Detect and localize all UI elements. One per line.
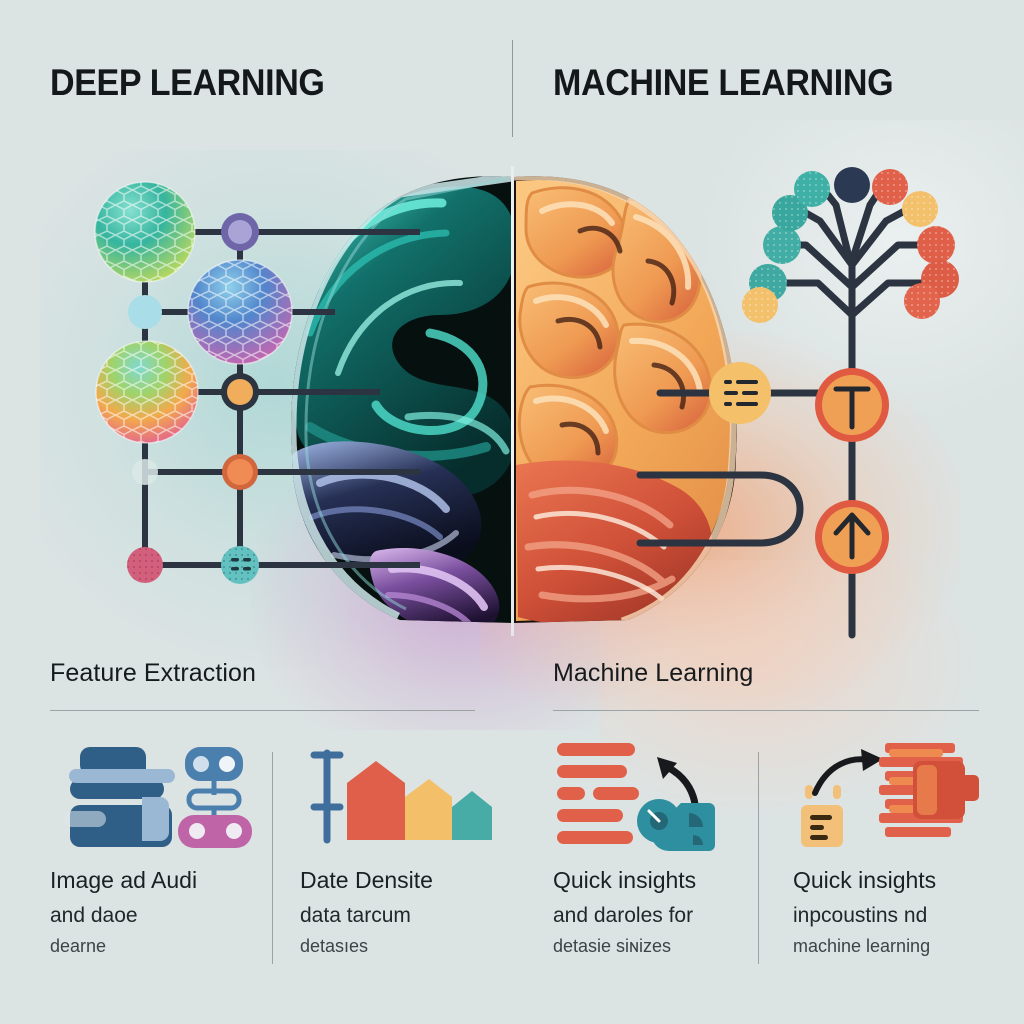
bar-chart-icon [300,735,515,860]
node-purple [221,213,259,251]
node-pink [127,547,163,583]
node-orange-solid [222,454,258,490]
caption-line-2: inpcoustins nd [793,903,928,927]
column-divider-right [758,752,759,964]
tree-root-node [834,167,870,203]
feature-column-server: Quick insights inpcoustins nd machine le… [793,735,1008,960]
brain-center-split [511,166,514,636]
uparrow-badge-icon [815,500,889,574]
sphere-rainbow [95,340,199,444]
caption-line-1: Date Densite [300,867,433,893]
target-badge-icon [815,368,889,442]
sphere-teal-green [94,181,196,283]
text-lines-arrow-gear-icon [553,735,768,860]
caption-line-1: Quick insights [553,867,697,893]
node-faint-white [132,459,158,485]
machine-learning-decision-tree [636,165,1020,639]
node-orange-ring [221,373,259,411]
node-teal-dots [221,546,259,584]
section-label-machine-learning: Machine Learning [553,659,754,687]
feature-column-image: Image ad Audi and daoe dearne [50,735,265,960]
feature-column-chart: Date Densite data tarcum detasıes [300,735,515,960]
section-rule-left [50,710,475,711]
section-label-feature-extraction: Feature Extraction [50,659,257,687]
section-rule-right [553,710,979,711]
tree-leaf-group-left [742,171,830,323]
caption-line-3: machine learning [793,936,931,957]
deep-learning-node-graph [90,175,420,595]
list-badge-icon [709,362,771,424]
caption-line-3: dearne [50,936,107,957]
column-divider-left [272,752,273,964]
document-arrow-server-icon [793,735,1008,860]
sphere-blue-purple [187,259,293,365]
node-lightblue [128,295,162,329]
split-brain-illustration [280,165,745,635]
caption-line-1: Quick insights [793,867,937,893]
caption-line-2: data tarcum [300,903,411,927]
caption-line-2: and daoe [50,903,138,927]
caption-line-1: Image ad Audi [50,867,198,893]
title-divider [512,40,513,137]
layered-image-and-robot-icon [50,735,265,860]
page-title-machine-learning: MACHINE LEARNING [553,62,894,103]
caption-line-3: detasıes [300,936,369,957]
caption-line-3: detasie siɴizes [553,936,672,957]
tree-leaf-group-right [872,169,959,319]
page-title-deep-learning: DEEP LEARNING [50,62,325,103]
caption-line-2: and daroles for [553,903,694,927]
feature-column-insights: Quick insights and daroles for detasie s… [553,735,768,960]
